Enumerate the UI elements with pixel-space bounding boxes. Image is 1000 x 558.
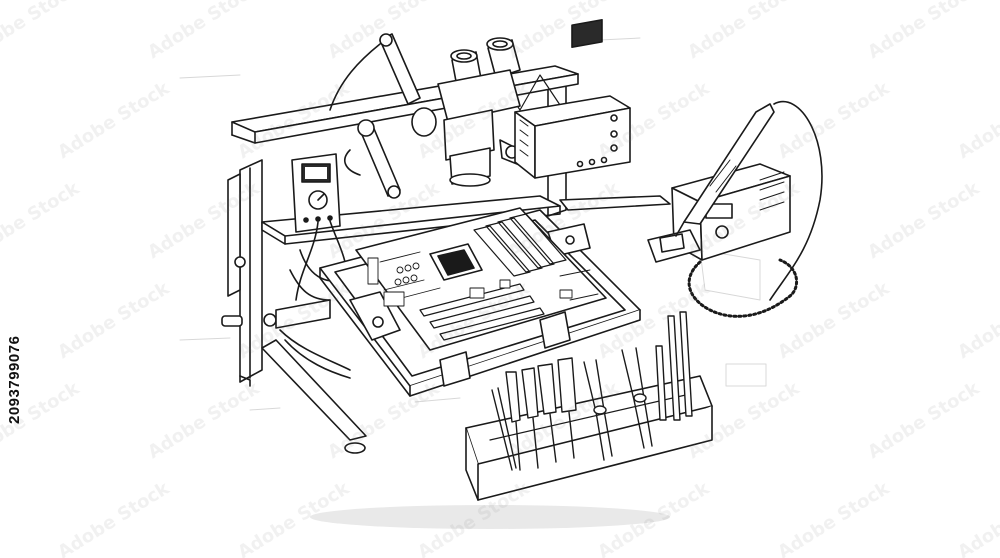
soldering-station bbox=[647, 101, 823, 318]
tool-rack bbox=[465, 311, 713, 501]
microscope-arm bbox=[329, 33, 421, 199]
tools bbox=[491, 311, 693, 471]
background-sketch-lines bbox=[179, 37, 767, 411]
motherboard bbox=[355, 207, 607, 351]
bench-power-supply bbox=[514, 19, 631, 179]
stock-image-id: 2093799076 bbox=[6, 335, 23, 425]
floor-shadow bbox=[310, 505, 670, 529]
stereo-microscope bbox=[411, 37, 523, 187]
multimeter bbox=[291, 153, 348, 301]
